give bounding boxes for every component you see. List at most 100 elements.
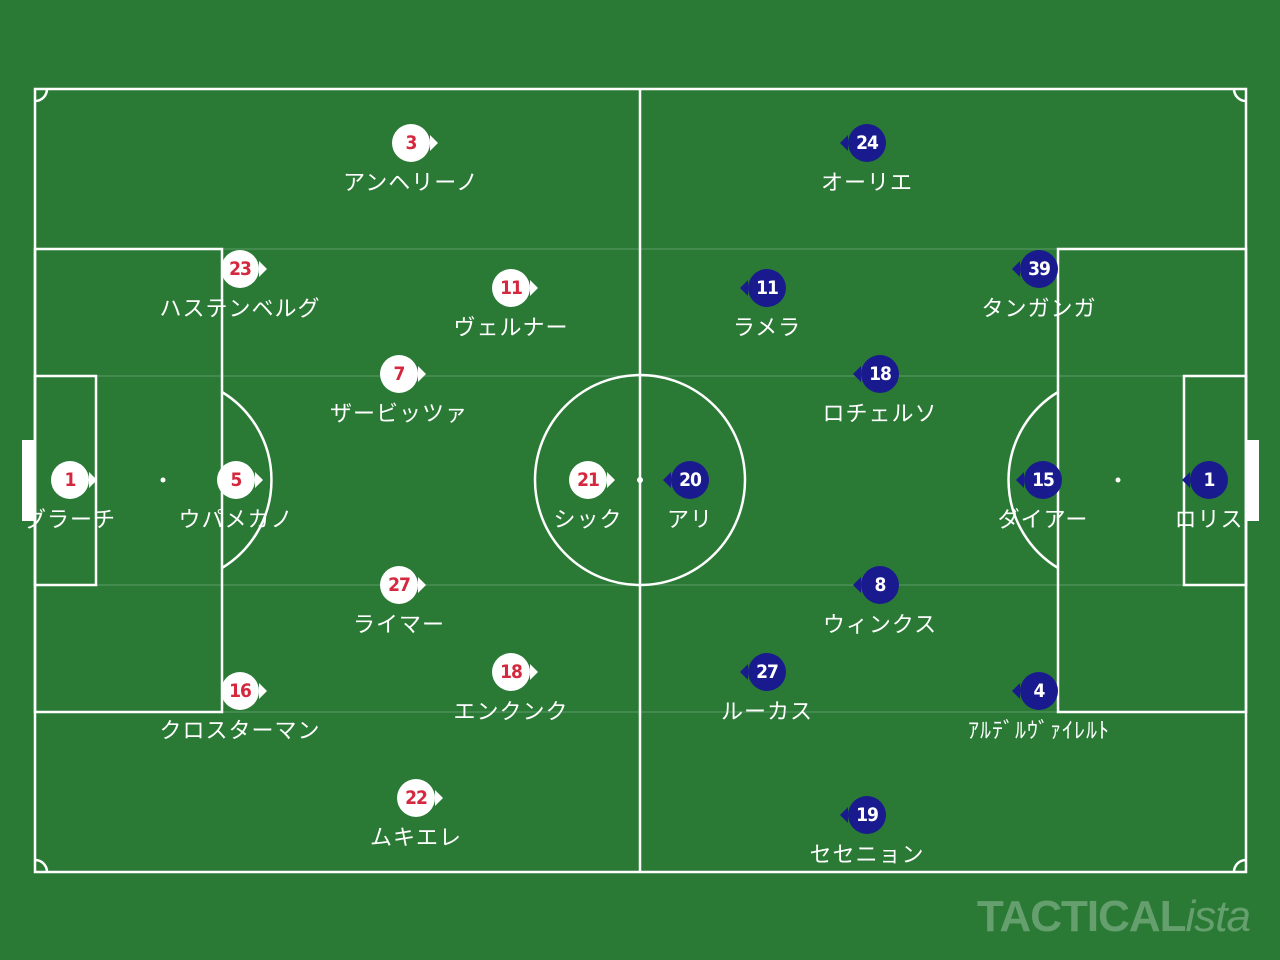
home-player-name: ライマー bbox=[352, 613, 445, 638]
away-player-marker: 20 bbox=[663, 461, 709, 499]
away-player-number: 4 bbox=[1033, 680, 1046, 702]
away-player-marker: 11 bbox=[740, 269, 786, 307]
away-player-marker: 24 bbox=[840, 124, 886, 162]
home-player-number: 18 bbox=[500, 661, 523, 683]
direction-arrow-left-icon bbox=[853, 355, 899, 393]
direction-arrow-left-icon bbox=[1012, 672, 1058, 710]
away-player-number: 8 bbox=[874, 574, 887, 596]
home-player-number: 21 bbox=[577, 469, 600, 491]
away-player-number: 20 bbox=[679, 469, 702, 491]
corner-arc-tr bbox=[1232, 88, 1247, 103]
direction-arrow-right-icon bbox=[221, 250, 267, 288]
center-spot bbox=[637, 477, 643, 483]
away-player-name: タンガンガ bbox=[981, 297, 1097, 322]
home-player-number: 27 bbox=[388, 574, 411, 596]
away-player-number: 1 bbox=[1203, 469, 1216, 491]
home-player-marker: 23 bbox=[221, 250, 267, 288]
home-player-name: エンクンク bbox=[453, 700, 569, 725]
home-player-number: 22 bbox=[405, 787, 428, 809]
left-goal bbox=[22, 440, 35, 521]
away-player-number: 39 bbox=[1028, 258, 1051, 280]
direction-arrow-left-icon bbox=[740, 269, 786, 307]
watermark-part2: ista bbox=[1185, 892, 1251, 941]
away-player-marker: 19 bbox=[840, 796, 886, 834]
home-player-name: シック bbox=[553, 508, 623, 533]
direction-arrow-right-icon bbox=[51, 461, 97, 499]
away-player-number: 27 bbox=[756, 661, 779, 683]
away-player-name: ｱﾙﾃﾞﾙｳﾞｧｲﾚﾙﾄ bbox=[967, 719, 1110, 744]
away-player-name: ダイアー bbox=[997, 508, 1089, 533]
direction-arrow-left-icon bbox=[840, 796, 886, 834]
direction-arrow-left-icon bbox=[663, 461, 709, 499]
direction-arrow-right-icon bbox=[397, 779, 443, 817]
away-player-marker: 4 bbox=[1012, 672, 1058, 710]
direction-arrow-right-icon bbox=[380, 566, 426, 604]
direction-arrow-right-icon bbox=[569, 461, 615, 499]
away-player-name: ラメラ bbox=[732, 316, 802, 341]
away-player-marker: 1 bbox=[1182, 461, 1228, 499]
direction-arrow-left-icon bbox=[853, 566, 899, 604]
home-player-number: 11 bbox=[500, 277, 523, 299]
away-player-marker: 39 bbox=[1012, 250, 1058, 288]
away-player-name: ウィンクス bbox=[822, 613, 938, 638]
home-player-number: 7 bbox=[393, 363, 406, 385]
direction-arrow-right-icon bbox=[221, 672, 267, 710]
home-player-marker: 3 bbox=[392, 124, 438, 162]
away-player-marker: 18 bbox=[853, 355, 899, 393]
home-player-name: グラーチ bbox=[23, 508, 116, 533]
home-player-marker: 27 bbox=[380, 566, 426, 604]
home-player-name: ムキエレ bbox=[369, 826, 462, 851]
away-player-marker: 15 bbox=[1016, 461, 1062, 499]
home-player-marker: 1 bbox=[51, 461, 97, 499]
home-player-name: ハステンベルグ bbox=[159, 297, 321, 322]
home-player-marker: 5 bbox=[217, 461, 263, 499]
away-player-marker: 8 bbox=[853, 566, 899, 604]
corner-arc-bl bbox=[34, 858, 49, 873]
home-player-name: クロスターマン bbox=[159, 719, 321, 744]
away-player-number: 19 bbox=[856, 804, 879, 826]
away-player-number: 24 bbox=[856, 132, 879, 154]
corner-arc-br bbox=[1232, 858, 1247, 873]
home-player-marker: 7 bbox=[380, 355, 426, 393]
direction-arrow-right-icon bbox=[380, 355, 426, 393]
direction-arrow-left-icon bbox=[740, 653, 786, 691]
corner-arc-tl bbox=[34, 88, 49, 103]
right-penalty-spot bbox=[1115, 477, 1121, 483]
left-penalty-spot bbox=[160, 477, 166, 483]
direction-arrow-left-icon bbox=[1012, 250, 1058, 288]
direction-arrow-left-icon bbox=[1016, 461, 1062, 499]
away-player-name: セセニョン bbox=[809, 843, 925, 868]
left-penalty-arc bbox=[221, 390, 273, 570]
away-player-name: ロリス bbox=[1174, 508, 1244, 533]
home-player-name: ザービッツァ bbox=[329, 402, 468, 427]
home-player-marker: 18 bbox=[492, 653, 538, 691]
away-player-number: 11 bbox=[756, 277, 779, 299]
away-player-name: ルーカス bbox=[720, 700, 813, 725]
watermark-part1: TACTICAL bbox=[976, 892, 1187, 941]
direction-arrow-left-icon bbox=[840, 124, 886, 162]
away-player-name: アリ bbox=[666, 508, 713, 533]
center-circle bbox=[533, 373, 747, 587]
away-player-name: オーリエ bbox=[820, 171, 913, 196]
home-player-marker: 16 bbox=[221, 672, 267, 710]
away-player-marker: 27 bbox=[740, 653, 786, 691]
home-player-marker: 22 bbox=[397, 779, 443, 817]
direction-arrow-left-icon bbox=[1182, 461, 1228, 499]
direction-arrow-right-icon bbox=[492, 269, 538, 307]
away-player-number: 15 bbox=[1032, 469, 1055, 491]
home-player-number: 5 bbox=[230, 469, 243, 491]
home-player-marker: 21 bbox=[569, 461, 615, 499]
direction-arrow-right-icon bbox=[392, 124, 438, 162]
home-player-name: ウパメカノ bbox=[178, 508, 294, 533]
home-player-marker: 11 bbox=[492, 269, 538, 307]
home-player-number: 23 bbox=[229, 258, 252, 280]
away-player-name: ロチェルソ bbox=[822, 402, 938, 427]
right-penalty-arc bbox=[1007, 390, 1059, 570]
away-player-number: 18 bbox=[869, 363, 892, 385]
watermark: TACTICALista bbox=[976, 892, 1251, 942]
home-player-name: アンヘリーノ bbox=[343, 171, 479, 196]
direction-arrow-right-icon bbox=[492, 653, 538, 691]
home-player-number: 1 bbox=[64, 469, 77, 491]
direction-arrow-right-icon bbox=[217, 461, 263, 499]
